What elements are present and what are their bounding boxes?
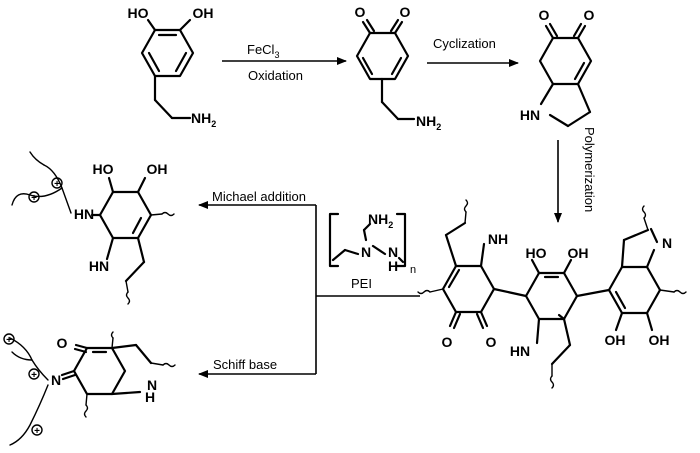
atom-hn: HN [89,258,109,274]
atom-ho: HO [93,161,114,177]
cyclization-arrow: Cyclization [427,36,519,67]
atom-h: H [145,389,155,405]
charge-plus: + [31,193,37,204]
atom-oh: OH [568,245,589,261]
atom-oh: OH [649,332,670,348]
label-pei: PEI [351,276,372,291]
dopaquinone-structure: O O NH2 [355,4,442,132]
atom-nh2: NH2 [416,113,441,132]
label-schiff-base: Schiff base [213,357,277,372]
cyclized-indoline-structure: O O HN [520,7,595,128]
atom-n: N [147,377,157,393]
atom-oh: OH [147,161,168,177]
atom-o: O [355,4,366,20]
atom-hn: HN [74,206,94,222]
atom-h: H [388,258,398,274]
atom-o: O [486,334,497,350]
charge-plus: + [6,335,12,346]
atom-hn: HN [510,343,530,359]
atom-nh2: NH2 [368,211,393,230]
charge-plus: + [54,179,60,190]
label-polymerization: Polymerization [582,127,597,212]
label-michael-addition: Michael addition [212,189,306,204]
label-oxidation: Oxidation [248,68,303,83]
atom-nh2: NH2 [191,110,216,129]
atom-nh: NH [488,231,508,247]
pei-branch: Michael addition Schiff base PEI [198,189,420,378]
polymerization-arrow: Polymerization [554,127,597,223]
atom-n: N [51,372,61,388]
atom-n: N [361,244,371,260]
atom-o: O [400,4,411,20]
atom-oh: OH [605,332,626,348]
atom-hn: HN [520,107,540,123]
atom-n: N [662,235,672,251]
pei-structure: N N H NH2 n [328,211,416,276]
atom-n: N [388,244,398,260]
charge-plus: + [31,370,37,381]
label-cyclization: Cyclization [433,36,496,51]
atom-o: O [442,334,453,350]
atom-o: O [539,7,550,23]
atom-ho: HO [128,5,149,21]
atom-o: O [57,335,68,351]
atom-ho: HO [526,245,547,261]
michael-adduct-structure: HO OH HN HN + + [11,151,175,305]
pei-repeat-n: n [410,264,416,276]
charge-plus: + [34,426,40,437]
dopamine-structure: HO OH NH2 [128,5,217,129]
schiff-base-structure: O N H N + + + [3,331,176,446]
oxidation-arrow: FeCl3 Oxidation [222,42,347,83]
atom-o: O [584,7,595,23]
polydopamine-structure: NH O O HO OH HN N OH OH [417,199,687,389]
atom-oh: OH [193,5,214,21]
reagent-fecl3: FeCl3 [247,42,279,60]
